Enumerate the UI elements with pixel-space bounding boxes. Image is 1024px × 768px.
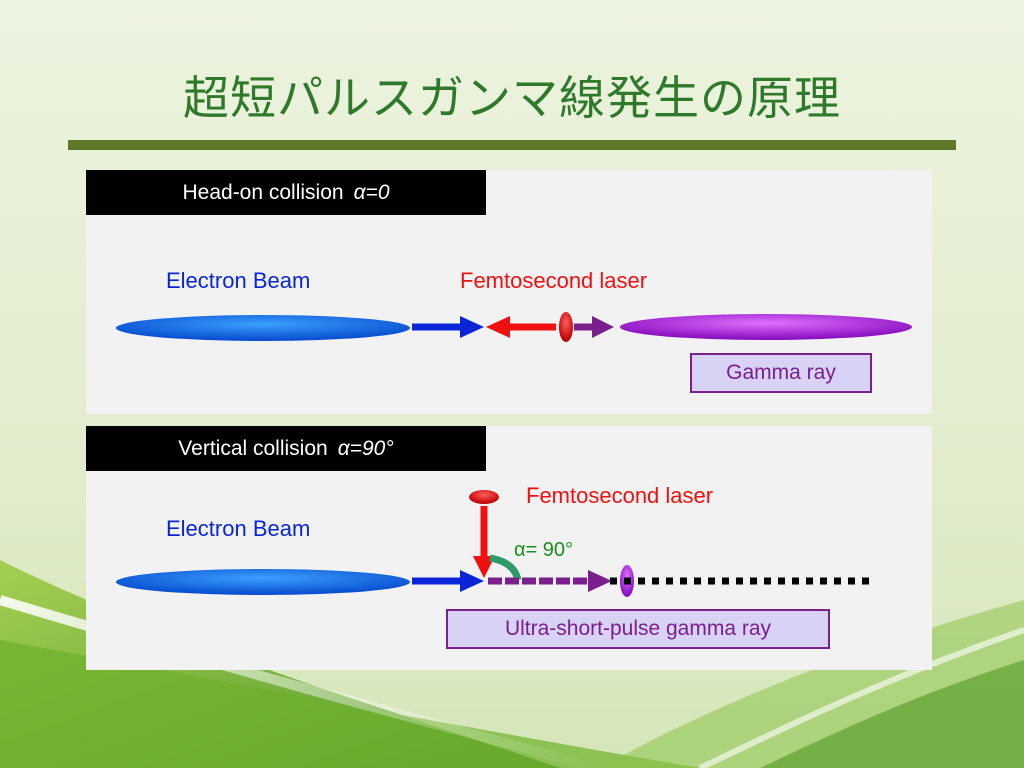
- heading-text: Vertical collision: [178, 436, 328, 460]
- panel-heading: Head-on collision α=0: [86, 170, 486, 215]
- panel-heading: Vertical collision α=90°: [86, 426, 486, 471]
- angle-annotation: α= 90°: [514, 539, 574, 561]
- electron-beam-label: Electron Beam: [166, 516, 311, 541]
- title-underline: [68, 140, 956, 150]
- electron-beam-ellipse: [116, 569, 410, 595]
- gamma-direction-arrow: [574, 316, 614, 338]
- angle-text: α=90°: [337, 436, 394, 460]
- femtosecond-laser-label: Femtosecond laser: [460, 268, 648, 293]
- femtosecond-laser-label: Femtosecond laser: [526, 483, 714, 508]
- vertical-diagram: [116, 490, 876, 597]
- laser-direction-arrow: [486, 316, 556, 338]
- heading-text: Head-on collision: [182, 180, 344, 204]
- gamma-ray-label-box: Gamma ray: [690, 353, 872, 393]
- electron-beam-label: Electron Beam: [166, 268, 311, 293]
- electron-direction-arrow: [412, 316, 484, 338]
- gamma-direction-arrowhead: [588, 570, 612, 592]
- page-title: 超短パルスガンマ線発生の原理: [183, 71, 841, 125]
- laser-direction-arrow: [473, 506, 495, 578]
- electron-beam-ellipse: [116, 315, 410, 341]
- laser-pulse-ellipse: [469, 490, 499, 504]
- ultra-short-pulse-gamma-ray-label-box: Ultra-short-pulse gamma ray: [446, 609, 830, 649]
- electron-direction-arrow: [412, 570, 484, 592]
- panel-head-on-collision: Head-on collision α=0 Electron Beam Femt…: [86, 170, 932, 414]
- angle-text: α=0: [353, 180, 390, 204]
- head-on-diagram: [116, 312, 912, 342]
- angle-arc: [489, 554, 522, 581]
- gamma-ray-ellipse: [620, 314, 912, 340]
- panel-vertical-collision: Vertical collision α=90° Electron Beam F…: [86, 426, 932, 670]
- laser-pulse-ellipse: [559, 312, 573, 342]
